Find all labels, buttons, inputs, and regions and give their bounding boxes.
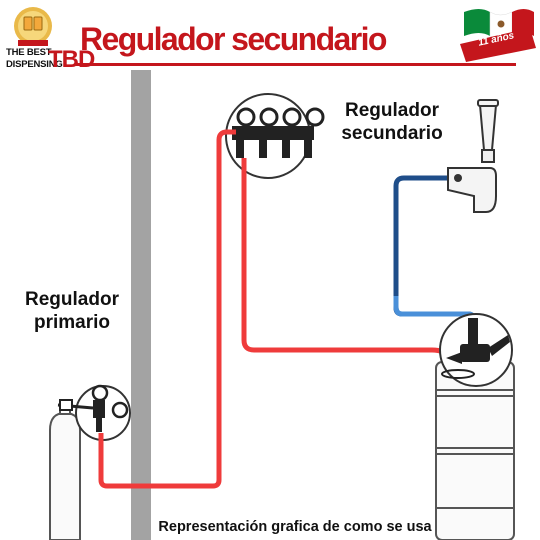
secondary-regulator-label: Regulador secundario (336, 99, 448, 145)
brand-name-line-1: THE BEST (6, 47, 52, 58)
page-title: Regulador secundario (80, 21, 387, 57)
keg-coupler (439, 313, 513, 387)
diagram-caption: Representación grafica de como se usa (158, 519, 432, 535)
primary-regulator-label-line-2: primario (33, 312, 111, 333)
primary-regulator (57, 384, 131, 441)
co2-tank (49, 399, 81, 540)
title-underline (76, 63, 516, 66)
secondary-regulator-manifold (225, 93, 325, 179)
beer-tap-icon (447, 99, 499, 213)
brand-logo (14, 7, 52, 46)
keg (435, 361, 515, 540)
gas-line-secondary-to-keg (241, 158, 454, 360)
mexico-flag-icon (460, 9, 536, 62)
secondary-regulator-label-line-1: Regulador (345, 100, 439, 121)
brand-abbreviation: TBD (48, 46, 95, 73)
primary-regulator-label-line-1: Regulador (25, 289, 119, 310)
primary-regulator-label: Regulador primario (22, 288, 122, 334)
secondary-regulator-label-line-2: secundario (341, 123, 443, 144)
gas-line-primary-to-secondary (98, 129, 236, 489)
beer-line (393, 175, 477, 322)
brand-name-line-2: DISPENSING (6, 59, 63, 70)
wall (131, 70, 151, 540)
